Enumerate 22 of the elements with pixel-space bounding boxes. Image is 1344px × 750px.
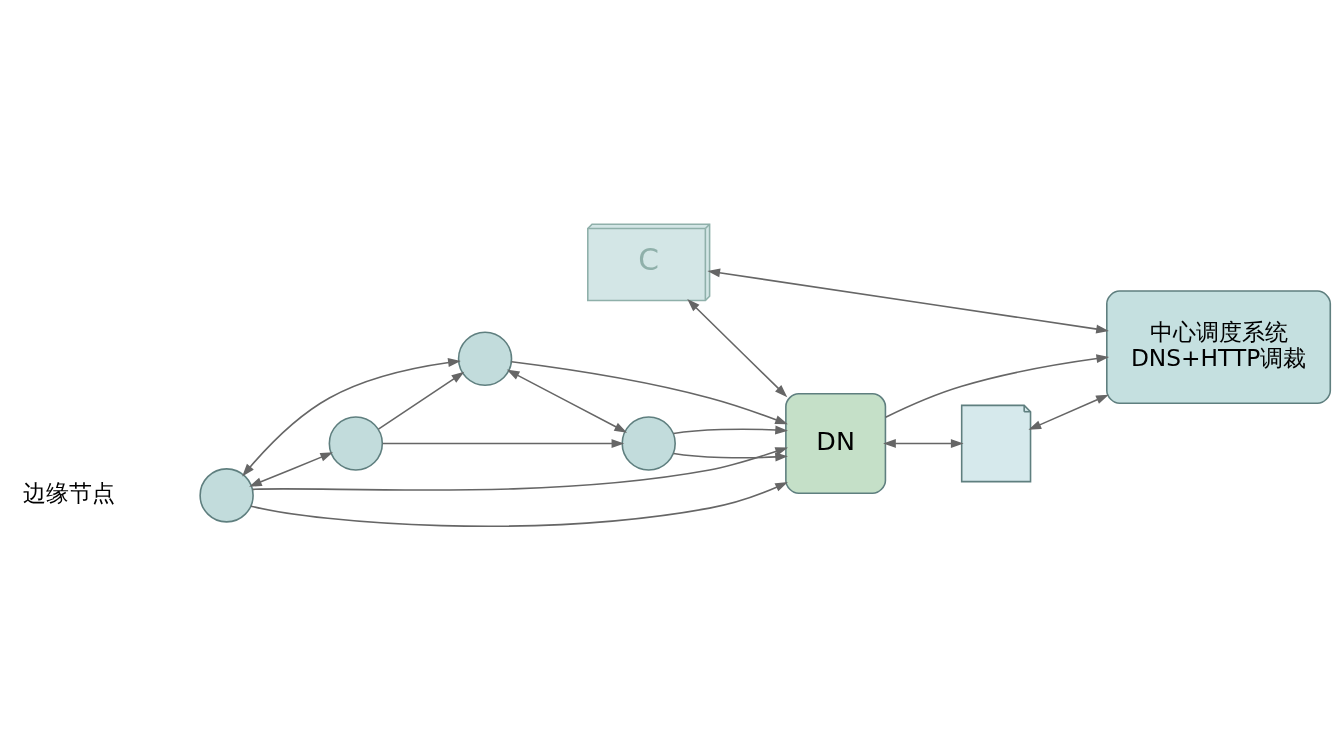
node-circle	[328, 415, 384, 471]
arrow	[672, 452, 788, 461]
arrow	[250, 481, 788, 527]
node-box: DN	[785, 392, 887, 494]
arrow	[687, 298, 788, 397]
node-circle	[199, 467, 254, 523]
label: 边缘节点	[22, 478, 115, 506]
arrow	[510, 360, 788, 424]
arrow	[242, 357, 461, 476]
arrow	[1028, 394, 1109, 430]
arrow	[381, 438, 625, 448]
arrow	[707, 267, 1109, 333]
arrow	[377, 371, 465, 430]
node-circle	[457, 330, 513, 386]
arrow	[251, 446, 789, 491]
arrow	[506, 369, 628, 433]
node-box: 中心调度系统 DNS+HTTP调裁	[1106, 289, 1332, 404]
arrow	[672, 425, 788, 434]
arrow	[249, 451, 334, 487]
node-circle	[621, 415, 676, 471]
arrow	[884, 353, 1110, 418]
arrow	[883, 438, 964, 448]
